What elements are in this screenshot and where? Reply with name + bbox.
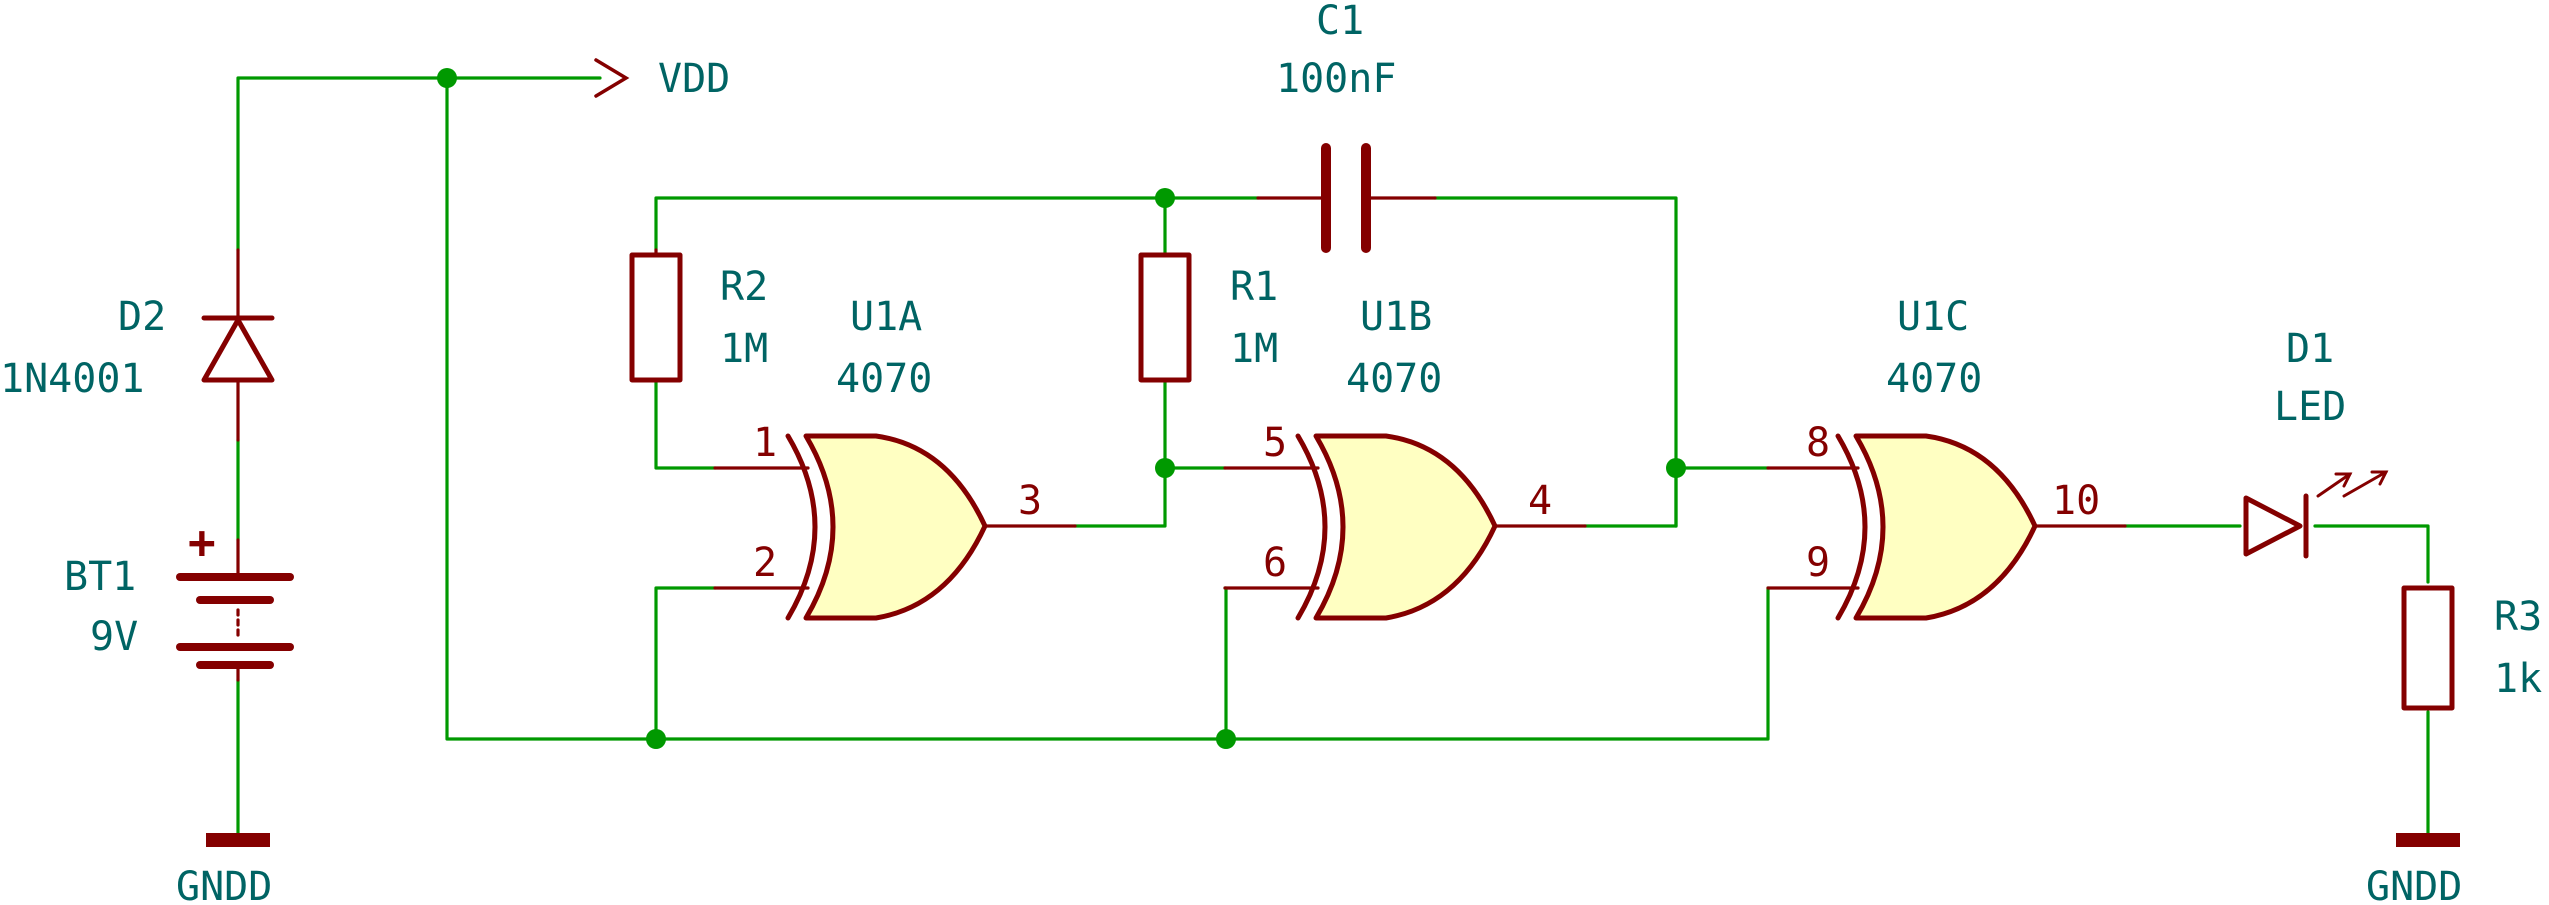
u1a-pin-2: 2 [753, 540, 777, 586]
junction-u1b-out [1666, 458, 1686, 478]
diode-triangle [201, 317, 275, 383]
wire-r2-to-u1a-pin1 [654, 378, 717, 470]
xor-gate-input-curve [785, 433, 818, 621]
wire-u1a-pin2 [654, 586, 717, 741]
xor-gate-u1a: 1 2 3 U1A 4070 [713, 294, 1077, 621]
r3-value: 1k [2494, 656, 2542, 702]
vdd-power-symbol: VDD [594, 56, 730, 102]
resistor-r2: R2 1M [629, 248, 768, 383]
bt1-value: 9V [90, 614, 138, 660]
gnd-left-symbol: GNDD [176, 833, 272, 905]
junction-bottom-left [646, 729, 666, 749]
xor-gate-body [803, 433, 988, 621]
d2-value: 1N4001 [0, 356, 145, 402]
gnd-left-label: GNDD [176, 864, 272, 905]
xor-gate-u1b: 5 6 4 U1B 4070 [1223, 294, 1587, 621]
light-arrow-icon [2342, 470, 2388, 498]
u1a-value: 4070 [836, 356, 932, 402]
junction-top [1155, 188, 1175, 208]
xor-gate-input-curve [1835, 433, 1868, 621]
vdd-label: VDD [658, 56, 730, 102]
u1c-value: 4070 [1886, 356, 1982, 402]
junction-u1a-out [1155, 458, 1175, 478]
diode-d2: D2 1N4001 [0, 248, 275, 442]
wire-vdd-to-bottom-rail [445, 76, 1770, 741]
led-d1: D1 LED [2243, 326, 2389, 559]
gnd-right-label: GNDD [2366, 864, 2462, 905]
battery-bt1: + BT1 9V [64, 515, 294, 682]
wire-u1b-to-u1c [1674, 466, 1770, 528]
junction-bottom-mid [1216, 729, 1236, 749]
u1a-pin-3: 3 [1018, 478, 1042, 524]
wire-c1-right [1433, 196, 1678, 528]
wire-vdd-rail [236, 76, 602, 252]
junctions [437, 68, 1686, 749]
u1b-ref: U1B [1360, 294, 1432, 340]
xor-gate-body [1313, 433, 1498, 621]
r1-ref: R1 [1230, 264, 1278, 310]
u1c-ref: U1C [1897, 294, 1969, 340]
u1b-value: 4070 [1346, 356, 1442, 402]
resistor-r1: R1 1M [1138, 252, 1278, 383]
junction-vdd [437, 68, 457, 88]
resistor-body [2401, 585, 2455, 711]
bt1-ref: BT1 [64, 554, 136, 600]
c1-value: 100nF [1276, 56, 1396, 102]
resistor-body [1138, 252, 1192, 383]
u1c-pin-10: 10 [2052, 478, 2100, 524]
xor-gate-body [1853, 433, 2038, 621]
u1a-ref: U1A [850, 294, 922, 340]
d1-ref: D1 [2286, 326, 2334, 372]
xor-gate-u1c: 8 9 10 U1C 4070 [1766, 294, 2127, 621]
d1-value: LED [2274, 384, 2346, 430]
u1b-pin-6: 6 [1263, 540, 1287, 586]
resistor-body [629, 252, 683, 383]
gnd-right-symbol: GNDD [2366, 833, 2462, 905]
wire-u1a-out [1073, 378, 1167, 528]
wire-u1b-pin6 [1223, 586, 1228, 741]
capacitor-c1: C1 100nF [1256, 0, 1437, 253]
xor-gate-input-curve [1295, 433, 1328, 621]
wire-d1-to-r3 [2313, 524, 2430, 584]
r3-ref: R3 [2494, 594, 2542, 640]
u1a-pin-1: 1 [753, 420, 777, 466]
u1c-pin-9: 9 [1806, 540, 1830, 586]
u1b-pin-4: 4 [1528, 478, 1552, 524]
resistor-r3: R3 1k [2401, 585, 2542, 711]
u1b-pin-5: 5 [1263, 420, 1287, 466]
u1c-pin-8: 8 [1806, 420, 1830, 466]
d2-ref: D2 [118, 294, 166, 340]
r2-value: 1M [720, 326, 768, 372]
wire-top-feedback [654, 196, 1260, 252]
arrow-right-icon [594, 58, 630, 98]
led-triangle [2243, 495, 2303, 557]
light-arrow-icon [2316, 472, 2352, 498]
c1-ref: C1 [1316, 0, 1364, 44]
r1-value: 1M [1230, 326, 1278, 372]
r2-ref: R2 [720, 264, 768, 310]
battery-plus-sign: + [188, 515, 216, 569]
